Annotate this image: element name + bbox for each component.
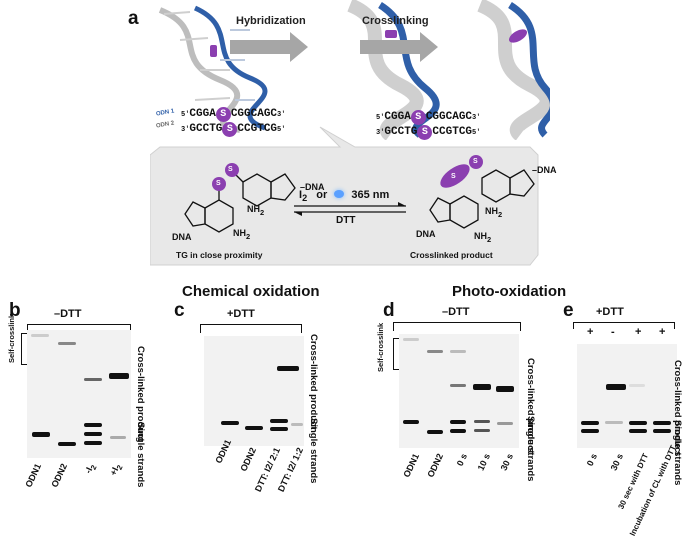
panel-d-letter: d [383, 300, 395, 321]
thio-symbol-lower: S [216, 180, 221, 187]
panel-b-condition: –DTT [54, 308, 82, 320]
panel-d-self-bracket [393, 338, 399, 370]
hybridization-arrow [230, 32, 308, 62]
panel-b-bracket [27, 324, 131, 333]
tg-molecules-drawing [184, 163, 296, 233]
panel-e-sign: + [635, 326, 642, 338]
panel-b-single-label: Single strands [135, 422, 146, 488]
panel-c-letter: c [174, 300, 185, 321]
dna-label-right-lower: DNA [416, 229, 436, 239]
panel-e-cross-label-text: Cross-linked product [672, 360, 683, 456]
reversible-arrows [294, 202, 406, 216]
panel-d-bracket [393, 322, 521, 331]
panel-e-bracket [573, 322, 675, 329]
panel-e-condition: +DTT [596, 306, 624, 318]
panel-c-single-label: Single strands [308, 418, 319, 484]
panel-a-letter: a [128, 8, 139, 29]
panel-c-cross-label: Cross-linked product [308, 334, 319, 430]
thio-symbol-upper: S [228, 166, 233, 173]
panel-b-self-bracket [21, 333, 27, 365]
right-caption: Crosslinked product [410, 250, 493, 260]
dna-label-lower: DNA [172, 232, 192, 242]
panel-e-sign: - [611, 326, 615, 338]
panel-b-letter: b [9, 300, 21, 321]
nh2-label-right-upper: NH2 [485, 206, 503, 219]
panel-e-sign: + [587, 326, 594, 338]
crosslinked-helix-graphic [477, 0, 550, 140]
panel-e-sign: + [659, 326, 666, 338]
panel-d-single-label: Single strands [525, 416, 536, 482]
chemical-oxidation-title: Chemical oxidation [182, 283, 320, 300]
left-caption: TG in close proximity [176, 250, 263, 260]
photo-oxidation-title: Photo-oxidation [452, 283, 567, 300]
crosslinking-label: Crosslinking [362, 15, 429, 27]
reducing-agent-label: DTT [336, 215, 356, 226]
dna-label-right-upper: –DNA [532, 165, 557, 175]
thio-badge: S [417, 125, 433, 140]
panel-e-lane-label: 30 s [608, 452, 626, 473]
crosslinking-arrow [360, 32, 438, 62]
hybridization-label: Hybridization [236, 15, 306, 27]
thio-symbol-right-upper: S [473, 158, 478, 165]
panel-d-self-crosslink-label: Self-crosslink [376, 322, 385, 372]
reagent-condition: I2 or 365 nm [299, 189, 390, 204]
panel-d-condition: –DTT [442, 306, 470, 318]
crosslinked-molecule-drawing [429, 155, 535, 229]
panel-e-gel [577, 344, 677, 448]
chemistry-box [150, 126, 539, 266]
panel-b-self-crosslink-label: Self-crosslink [7, 313, 16, 363]
panel-e-lane-label: 0 s [584, 452, 600, 468]
panel-c-gel [204, 336, 304, 446]
panel-b-lane-label: ODN2 [49, 462, 70, 489]
nh2-label-right-lower: NH2 [474, 231, 492, 244]
panel-c-bracket [200, 324, 302, 333]
dna-label-upper: –DNA [300, 182, 325, 192]
nh2-label-upper: NH2 [247, 204, 265, 217]
thio-badge: S [222, 122, 238, 137]
panel-e-single-label-text: Single strands [672, 420, 683, 486]
panel-b-lane-label: ODN1 [23, 462, 44, 489]
thio-symbol-right-lower: S [451, 173, 456, 180]
panel-c-condition: +DTT [227, 308, 255, 320]
panel-b-gel [27, 330, 131, 458]
panel-e-letter: e [563, 300, 574, 321]
thio-badge: S [410, 110, 426, 125]
nh2-label-lower: NH2 [233, 228, 251, 241]
panel-c-lane-label: ODN1 [213, 438, 234, 465]
panel-d-gel [399, 334, 519, 448]
uv-lamp-icon [334, 190, 345, 198]
thio-badge: S [215, 107, 231, 122]
